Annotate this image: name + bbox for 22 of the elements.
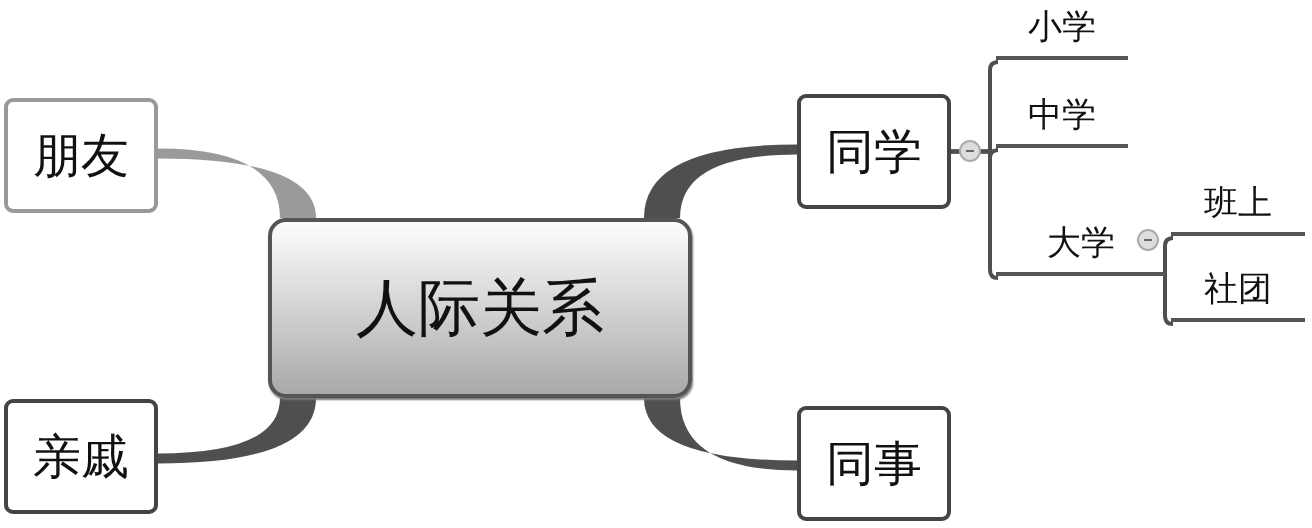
branch-connector (158, 148, 316, 218)
topic-text: 亲戚 (33, 426, 129, 486)
topic-text: 同事 (826, 433, 922, 493)
branch-connector (644, 144, 797, 218)
topic-text: 同学 (826, 121, 922, 181)
connector-line (1163, 236, 1175, 280)
topic-box (4, 98, 158, 213)
topic-box (797, 406, 951, 521)
topic-text: 人际关系 (356, 270, 604, 346)
topic-box (4, 399, 158, 514)
connector-line (951, 149, 1000, 280)
branch-connector (644, 398, 797, 471)
branch-connector (158, 398, 316, 464)
topic-text: 朋友 (33, 125, 129, 185)
topic-box (797, 94, 951, 209)
topic-text: 小学 (1028, 5, 1096, 48)
topic-text: 中学 (1028, 93, 1096, 136)
topic-text: 大学 (1046, 221, 1115, 264)
topic-text: 班上 (1204, 181, 1272, 224)
central-topic-box (268, 218, 692, 398)
connector-line (1163, 276, 1175, 326)
topic-text: 社团 (1204, 267, 1272, 310)
